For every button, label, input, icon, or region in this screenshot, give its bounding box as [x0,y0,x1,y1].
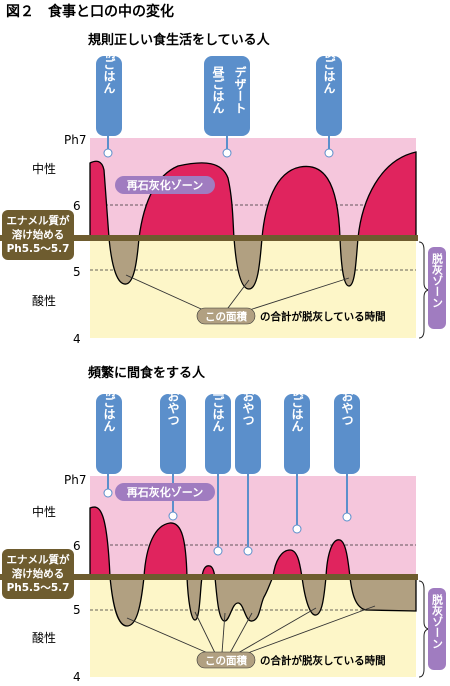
svg-text:夜ごはん: 夜ごはん [290,383,304,432]
meal-box-snack: おやつ [235,390,261,556]
demin-area [186,576,203,621]
area-note: の合計が脱灰している時間 [260,310,386,323]
ph6-label: 6 [73,199,81,213]
remin-zone-badge [115,483,215,501]
svg-text:昼ごはん: 昼ごはん [211,383,225,432]
ph-curve-above [357,151,417,239]
ph-curve-above [89,160,110,239]
meal-box-snack: おやつ [160,390,186,521]
area-badge [196,307,256,325]
ph4-label: 4 [73,332,81,346]
acidic-label: 酸性 [32,293,56,308]
svg-text:溶け始める: 溶け始める [12,228,65,241]
ph-curve-above [89,506,111,578]
enamel-callout [2,549,74,599]
area-label: この面積 [205,654,247,667]
pointer-line [224,279,250,313]
demin-zone-label: 脱灰ゾーン [431,252,444,308]
ph-curve-above [325,539,351,578]
svg-text:デザート: デザート [233,65,247,114]
meal-box-breakfast: 朝ごはん [96,45,122,158]
pointer-line [221,612,226,654]
demin-zone-label: 脱灰ゾーン [431,593,444,649]
panel-subtitle: 頻繁に間食をする人 [88,365,206,381]
demin-area [233,237,263,290]
demin-area [109,576,145,627]
meal-box-snack: おやつ [334,390,360,522]
pointer-line [239,277,350,314]
neutral-label: 中性 [32,161,56,176]
area-label: この面積 [205,310,247,323]
svg-text:エナメル質が: エナメル質が [7,553,70,566]
meal-box-lunch: 昼ごはん [205,383,231,556]
svg-text:おやつ: おやつ [166,390,180,426]
svg-text:Ph5.5〜5.7: Ph5.5〜5.7 [7,582,70,594]
demin-area [301,576,327,616]
panel-frequent-snacking: 頻繁に間食をする人 朝ごはん [0,365,446,684]
ph7-label: Ph7 [64,133,86,147]
remin-zone-label: 再石灰化ゾーン [127,178,203,192]
remin-zone-badge [115,176,215,194]
pointer-line [194,611,216,654]
ph-curve-above [272,549,303,578]
ph-curve-above [143,522,188,578]
svg-text:おやつ: おやつ [241,390,255,426]
svg-text:昼ごはん: 昼ごはん [211,65,225,114]
meal-box-dinner: 夜ごはん [316,45,342,158]
pointer-line [237,607,317,654]
pointer-line [125,274,211,314]
meal-box-lunch-dessert: デザート 昼ごはん [204,56,250,158]
svg-text:おやつ: おやつ [340,390,354,426]
meal-box-dinner: 夜ごはん [284,383,310,534]
panel-subtitle: 規則正しい食生活をしている人 [88,32,271,48]
ph5-label: 5 [73,265,81,279]
neutral-label: 中性 [32,504,56,519]
svg-text:溶け始める: 溶け始める [12,567,65,580]
panel-regular: 規則正しい食生活をしている人 朝ごはん [0,32,446,346]
ph-curve-above [261,165,341,239]
remin-zone-label: 再石灰化ゾーン [127,485,203,499]
meal-box-breakfast: 朝ごはん [96,383,122,498]
enamel-threshold-line [0,574,418,580]
demin-zone-badge [428,247,446,329]
demin-area [214,576,275,622]
svg-text:夜ごはん: 夜ごはん [322,45,336,94]
ph4-label: 4 [73,670,81,684]
demin-area [108,237,140,285]
area-badge [196,651,256,669]
area-note: の合計が脱灰している時間 [260,654,386,667]
svg-text:朝ごはん: 朝ごはん [102,45,116,94]
demin-area [349,576,417,612]
pointer-line [229,612,253,654]
pointer-line [244,605,376,655]
demin-area [339,237,359,287]
figure-title: 図２ 食事と口の中の変化 [6,3,174,20]
demin-zone-badge [428,588,446,670]
svg-text:朝ごはん: 朝ごはん [102,383,116,432]
enamel-callout [2,210,74,260]
svg-text:エナメル質が: エナメル質が [7,214,70,227]
ph5-label: 5 [73,603,81,617]
enamel-threshold-line [0,235,418,241]
ph7-label: Ph7 [64,473,86,487]
acidic-label: 酸性 [32,630,56,645]
svg-text:Ph5.5〜5.7: Ph5.5〜5.7 [7,243,70,255]
ph6-label: 6 [73,539,81,553]
pointer-line [126,617,211,655]
